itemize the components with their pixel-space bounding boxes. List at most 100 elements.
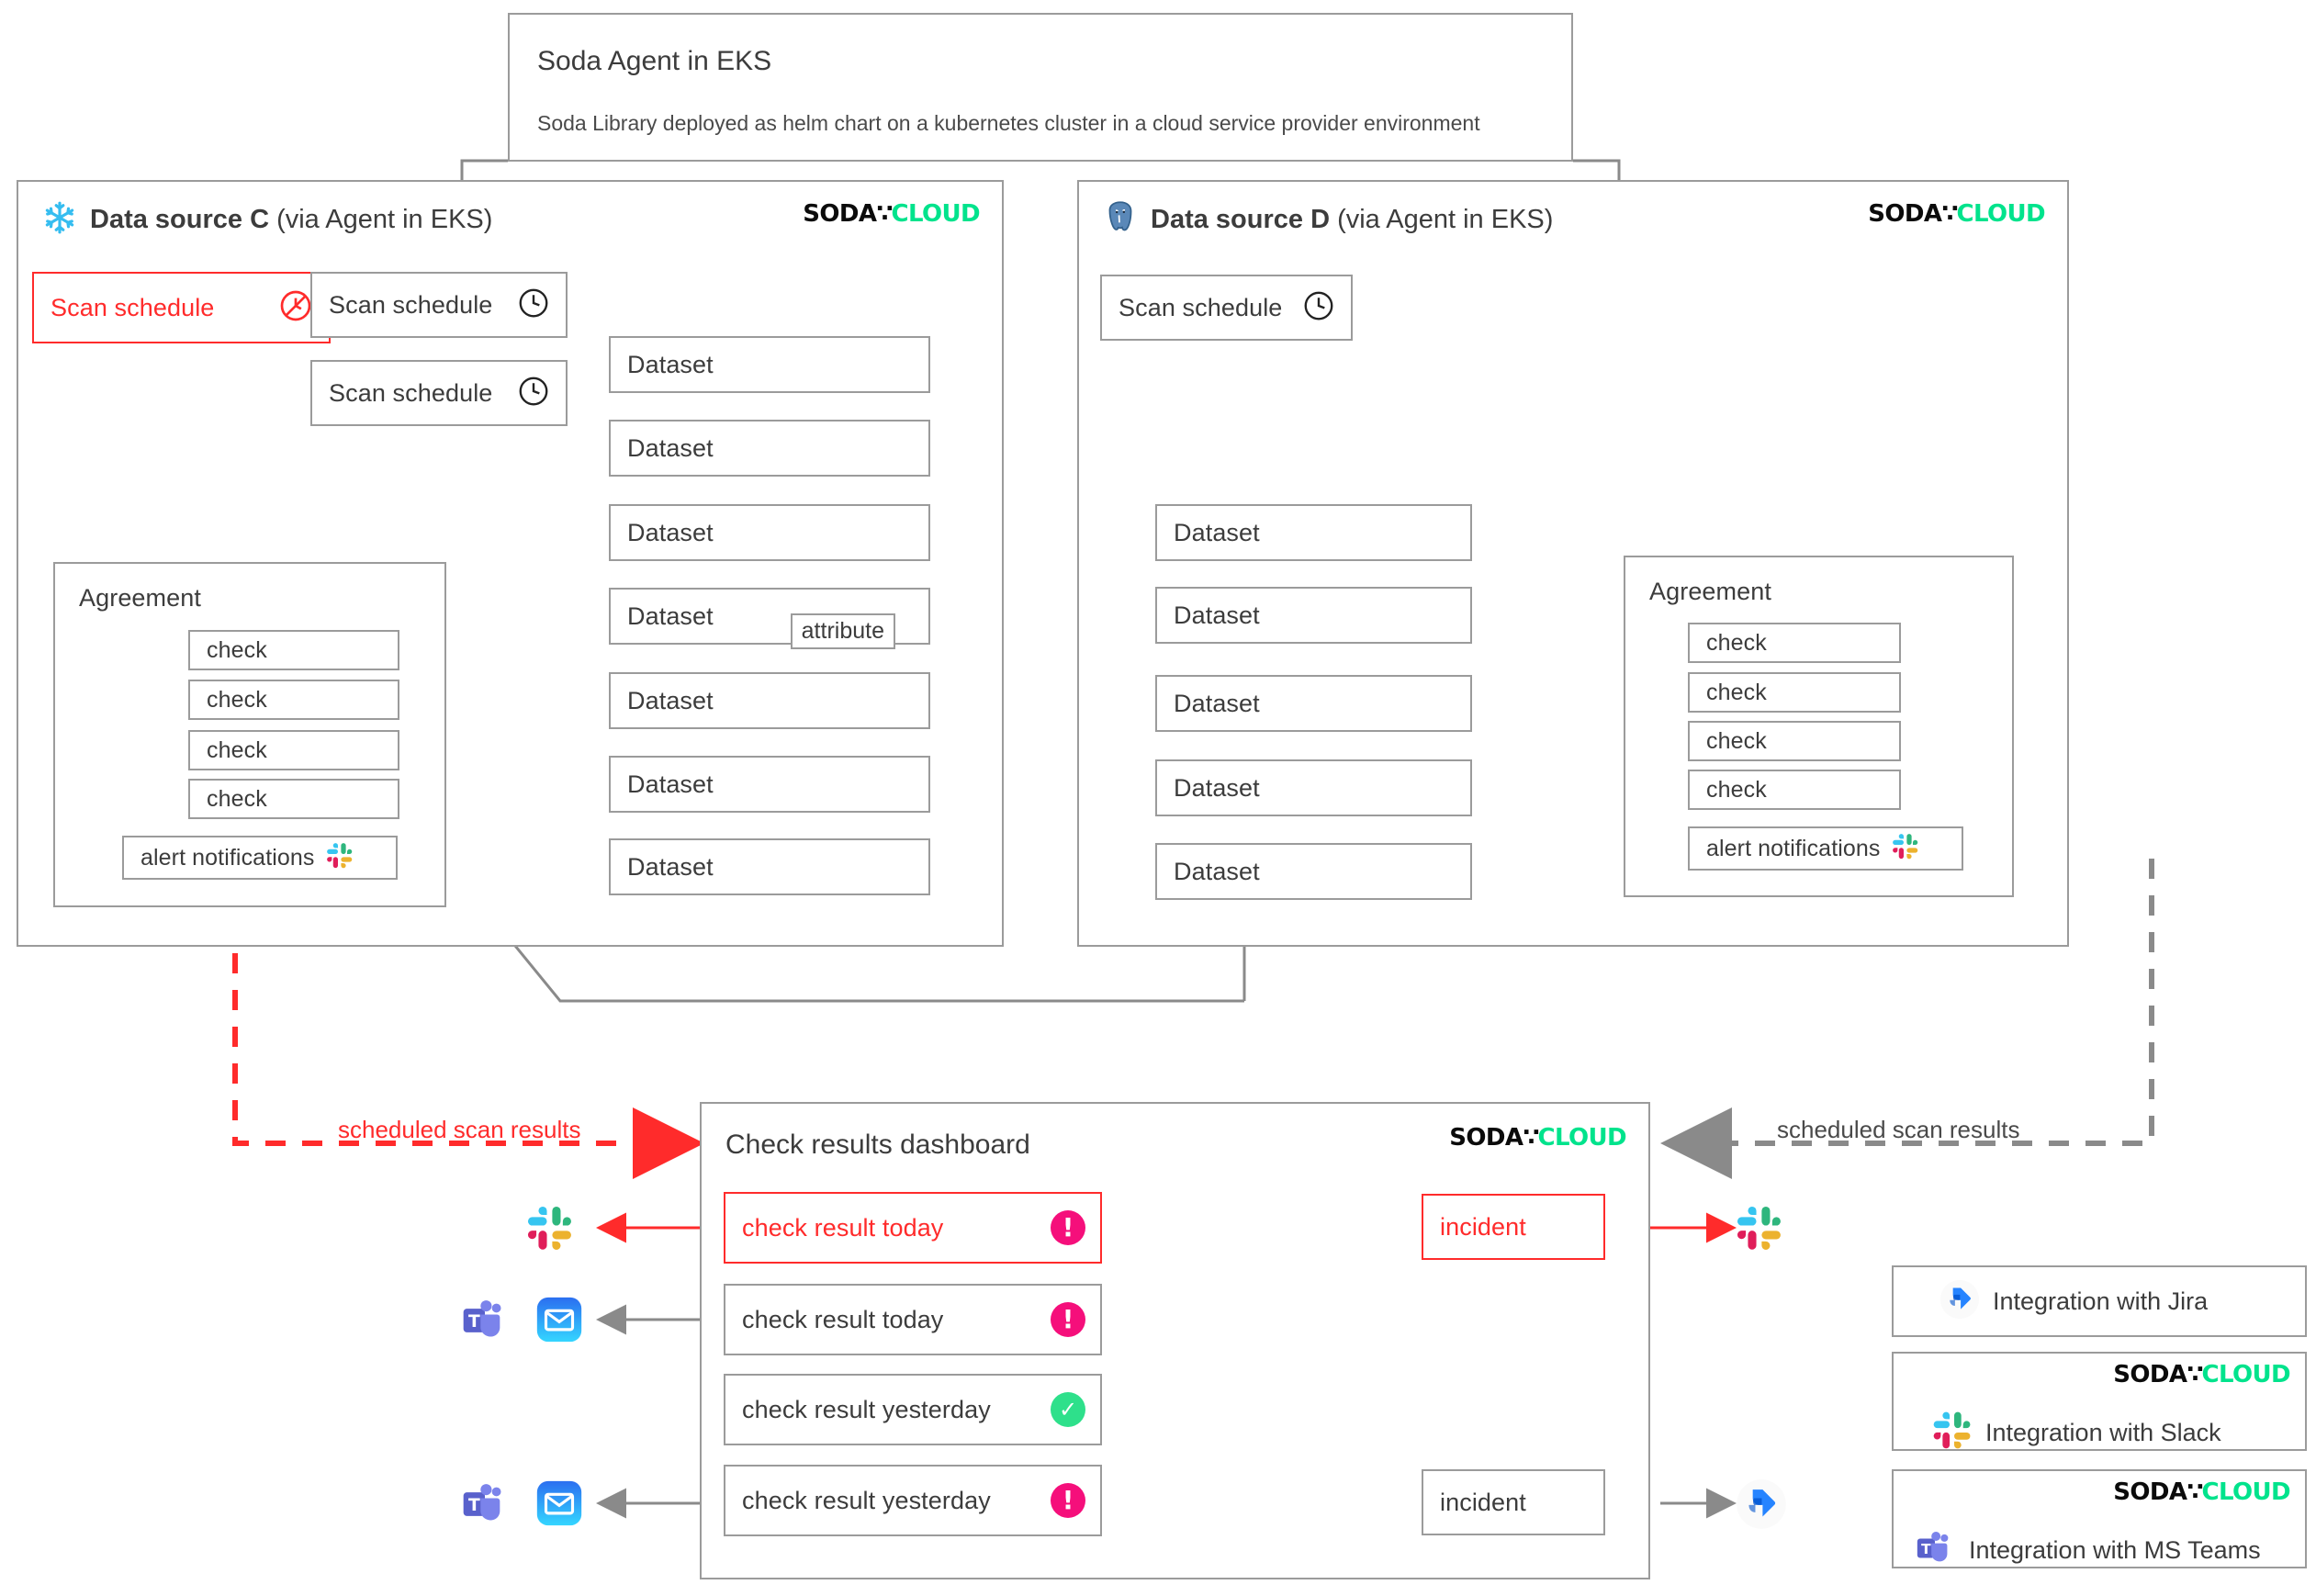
- jira-icon: [1737, 1479, 1786, 1529]
- soda-dots-icon: ∵: [1941, 200, 1958, 228]
- soda-wordmark: SODA: [2113, 1478, 2187, 1506]
- status-badge-warning: !: [1051, 1483, 1085, 1518]
- incident-label: incident: [1440, 1212, 1526, 1241]
- cloud-wordmark: CLOUD: [891, 200, 980, 228]
- teams-icon: T: [1914, 1527, 1956, 1574]
- check-label: check: [207, 686, 267, 713]
- jira-icon: [1939, 1279, 1980, 1324]
- dataset-d-3[interactable]: Dataset: [1155, 675, 1472, 732]
- teams-icon: T: [463, 1484, 501, 1521]
- svg-text:T: T: [468, 1312, 480, 1332]
- dataset-label: Dataset: [1174, 857, 1260, 885]
- mail-icon: [536, 1480, 582, 1526]
- status-badge-warning: !: [1051, 1210, 1085, 1245]
- soda-dots-icon: ∵: [2187, 1361, 2203, 1388]
- teams-notify-row-4[interactable]: T: [459, 1478, 511, 1530]
- dataset-d-2[interactable]: Dataset: [1155, 587, 1472, 644]
- check-c-1[interactable]: check: [188, 630, 399, 670]
- teams-notify-row-2[interactable]: T: [459, 1295, 511, 1346]
- check-c-4[interactable]: check: [188, 779, 399, 819]
- check-c-2[interactable]: check: [188, 680, 399, 720]
- dataset-label: Dataset: [627, 433, 714, 462]
- status-badge-warning: !: [1051, 1302, 1085, 1337]
- agreement-label: Agreement: [1649, 578, 1771, 605]
- cloud-wordmark: CLOUD: [2201, 1361, 2290, 1388]
- incident-1[interactable]: incident: [1422, 1194, 1605, 1260]
- soda-wordmark: SODA: [803, 200, 877, 228]
- mail-notify-row-2[interactable]: [533, 1293, 586, 1346]
- alert-notifications-c[interactable]: alert notifications: [122, 836, 398, 880]
- check-d-3[interactable]: check: [1688, 721, 1901, 761]
- dataset-c-5[interactable]: Dataset: [609, 672, 930, 729]
- check-result-row-1[interactable]: check result today !: [724, 1192, 1102, 1264]
- dataset-c-2[interactable]: Dataset: [609, 420, 930, 477]
- mail-notify-row-4[interactable]: [533, 1477, 586, 1530]
- dataset-c-1[interactable]: Dataset: [609, 336, 930, 393]
- data-source-d-title: Data source D (via Agent in EKS): [1151, 205, 1553, 235]
- check-result-row-4[interactable]: check result yesterday !: [724, 1465, 1102, 1536]
- data-source-c-qualifier: (via Agent in EKS): [269, 205, 493, 234]
- scan-schedule-c-1[interactable]: Scan schedule: [32, 272, 331, 343]
- alert-notifications-d[interactable]: alert notifications: [1688, 826, 1963, 871]
- legend-label: Integration with Slack: [1985, 1418, 2221, 1446]
- snowflake-icon: [42, 200, 77, 240]
- check-d-4[interactable]: check: [1688, 770, 1901, 810]
- slack-notify-row-1[interactable]: [526, 1205, 574, 1253]
- data-source-c-title: Data source C (via Agent in EKS): [90, 205, 492, 235]
- svg-text:T: T: [468, 1496, 480, 1515]
- legend-slack: SODA∵CLOUD Integration with Slack: [1892, 1352, 2307, 1451]
- data-source-d-qualifier: (via Agent in EKS): [1330, 205, 1554, 234]
- dataset-attribute[interactable]: attribute: [790, 613, 895, 649]
- check-label: check: [207, 636, 267, 663]
- soda-dots-icon: ∵: [876, 200, 893, 228]
- check-result-label: check result today: [742, 1305, 944, 1333]
- scan-schedule-label: Scan schedule: [1119, 293, 1283, 321]
- clock-icon: [516, 374, 551, 413]
- cloud-wordmark: CLOUD: [1537, 1124, 1626, 1152]
- slack-icon: [527, 1206, 571, 1250]
- clock-icon: [1301, 288, 1336, 328]
- agent-subtitle: Soda Library deployed as helm chart on a…: [537, 111, 1480, 135]
- data-source-d-name: Data source D: [1151, 205, 1331, 234]
- dataset-d-5[interactable]: Dataset: [1155, 843, 1472, 900]
- soda-wordmark: SODA: [1868, 200, 1942, 228]
- legend-label: Integration with Jira: [1993, 1287, 2209, 1315]
- jira-incident-target[interactable]: [1736, 1478, 1787, 1530]
- check-result-row-2[interactable]: check result today !: [724, 1284, 1102, 1355]
- incident-2[interactable]: incident: [1422, 1469, 1605, 1535]
- scan-schedule-c-3[interactable]: Scan schedule: [310, 360, 568, 426]
- dataset-d-4[interactable]: Dataset: [1155, 759, 1472, 816]
- slack-incident-target[interactable]: [1736, 1205, 1783, 1253]
- dataset-label: Dataset: [627, 686, 714, 714]
- dataset-c-3[interactable]: Dataset: [609, 504, 930, 561]
- dataset-label: Dataset: [627, 518, 714, 546]
- soda-wordmark: SODA: [1449, 1124, 1523, 1152]
- slack-icon: [1737, 1206, 1781, 1250]
- dataset-c-6[interactable]: Dataset: [609, 756, 930, 813]
- check-d-2[interactable]: check: [1688, 672, 1901, 713]
- scan-schedule-d-1[interactable]: Scan schedule: [1100, 275, 1353, 341]
- soda-cloud-logo: SODA∵CLOUD: [1449, 1124, 1626, 1152]
- mail-icon: [536, 1297, 582, 1343]
- check-c-3[interactable]: check: [188, 730, 399, 770]
- scan-schedule-c-2[interactable]: Scan schedule: [310, 272, 568, 338]
- clock-disabled-icon: [277, 287, 314, 329]
- scan-schedule-label: Scan schedule: [329, 378, 493, 407]
- check-label: check: [207, 736, 267, 763]
- check-result-row-3[interactable]: check result yesterday ✓: [724, 1374, 1102, 1445]
- check-d-1[interactable]: check: [1688, 623, 1901, 663]
- check-label: check: [1706, 629, 1767, 656]
- dataset-d-1[interactable]: Dataset: [1155, 504, 1472, 561]
- dataset-c-7[interactable]: Dataset: [609, 838, 930, 895]
- soda-cloud-logo: SODA∵CLOUD: [2113, 1478, 2290, 1506]
- agreement-label: Agreement: [79, 584, 201, 612]
- alert-notifications-label: alert notifications: [141, 844, 315, 871]
- legend-label: Integration with MS Teams: [1969, 1535, 2261, 1564]
- dataset-label: Dataset: [1174, 773, 1260, 802]
- soda-cloud-logo: SODA∵CLOUD: [803, 200, 980, 228]
- check-label: check: [1706, 727, 1767, 754]
- dataset-label: Dataset: [627, 601, 714, 630]
- clock-icon: [516, 286, 551, 325]
- dataset-c-4[interactable]: Dataset attribute: [609, 588, 930, 649]
